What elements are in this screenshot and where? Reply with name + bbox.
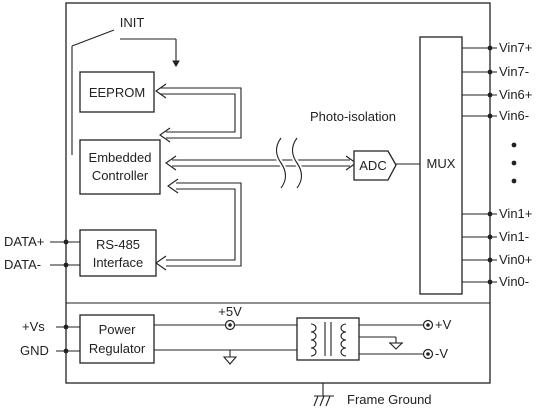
frame-ground-symbol: [313, 383, 334, 407]
rs485-interface-block: [79, 229, 157, 277]
analog-input-pins: [462, 45, 517, 285]
plus5v-label: +5V: [218, 304, 242, 319]
pin-vin6-plus: Vin6+: [499, 87, 532, 102]
pin-vs-plus: +Vs: [22, 319, 45, 334]
eeprom-block: [79, 71, 155, 113]
pin-vin1-plus: Vin1+: [499, 206, 532, 221]
rs485-label-line2: Interface: [93, 255, 144, 270]
pin-vin0-plus: Vin0+: [499, 252, 532, 267]
mux-block: [419, 36, 463, 295]
power-input-pins: [56, 324, 80, 354]
power-label-line2: Regulator: [89, 341, 146, 356]
data-pins: [50, 239, 80, 268]
power-label-line1: Power: [99, 322, 137, 337]
plus5v-rail: [154, 319, 297, 331]
out-minus-v-label: -V: [435, 346, 448, 361]
controller-rs485-bus: [155, 178, 242, 271]
eeprom-label: EEPROM: [89, 85, 145, 100]
internal-ground: [154, 349, 297, 365]
pin-vin7-plus: Vin7+: [499, 40, 532, 55]
adc-label: ADC: [359, 158, 386, 173]
frame-ground-label: Frame Ground: [347, 392, 432, 407]
photo-isolation-label: Photo-isolation: [310, 109, 396, 124]
mux-label: MUX: [427, 156, 456, 171]
ellipsis-dot: [511, 160, 517, 166]
pin-data-plus: DATA+: [4, 234, 44, 249]
pin-gnd: GND: [20, 343, 49, 358]
pin-vin0-minus: Vin0-: [499, 274, 529, 289]
pin-vin1-minus: Vin1-: [499, 229, 529, 244]
pin-data-minus: DATA-: [4, 257, 41, 272]
init-label: INIT: [120, 15, 145, 30]
controller-label-line2: Controller: [92, 168, 149, 183]
rs485-label-line1: RS-485: [96, 237, 140, 252]
out-plus-v-label: +V: [435, 317, 452, 332]
eeprom-controller-bus: [155, 83, 242, 143]
photo-isolation-bus: [165, 136, 357, 190]
embedded-controller-block: [79, 139, 161, 195]
power-regulator-block: [79, 314, 155, 364]
init-switch: [71, 29, 180, 155]
isolation-transformer: [296, 317, 360, 361]
pin-vin7-minus: Vin7-: [499, 64, 529, 79]
isolated-output-rails: [359, 319, 434, 360]
adc-block: [353, 150, 397, 181]
ellipsis-dot: [511, 142, 517, 148]
ellipsis-dot: [511, 178, 517, 184]
pin-vin6-minus: Vin6-: [499, 108, 529, 123]
controller-label-line1: Embedded: [89, 150, 152, 165]
